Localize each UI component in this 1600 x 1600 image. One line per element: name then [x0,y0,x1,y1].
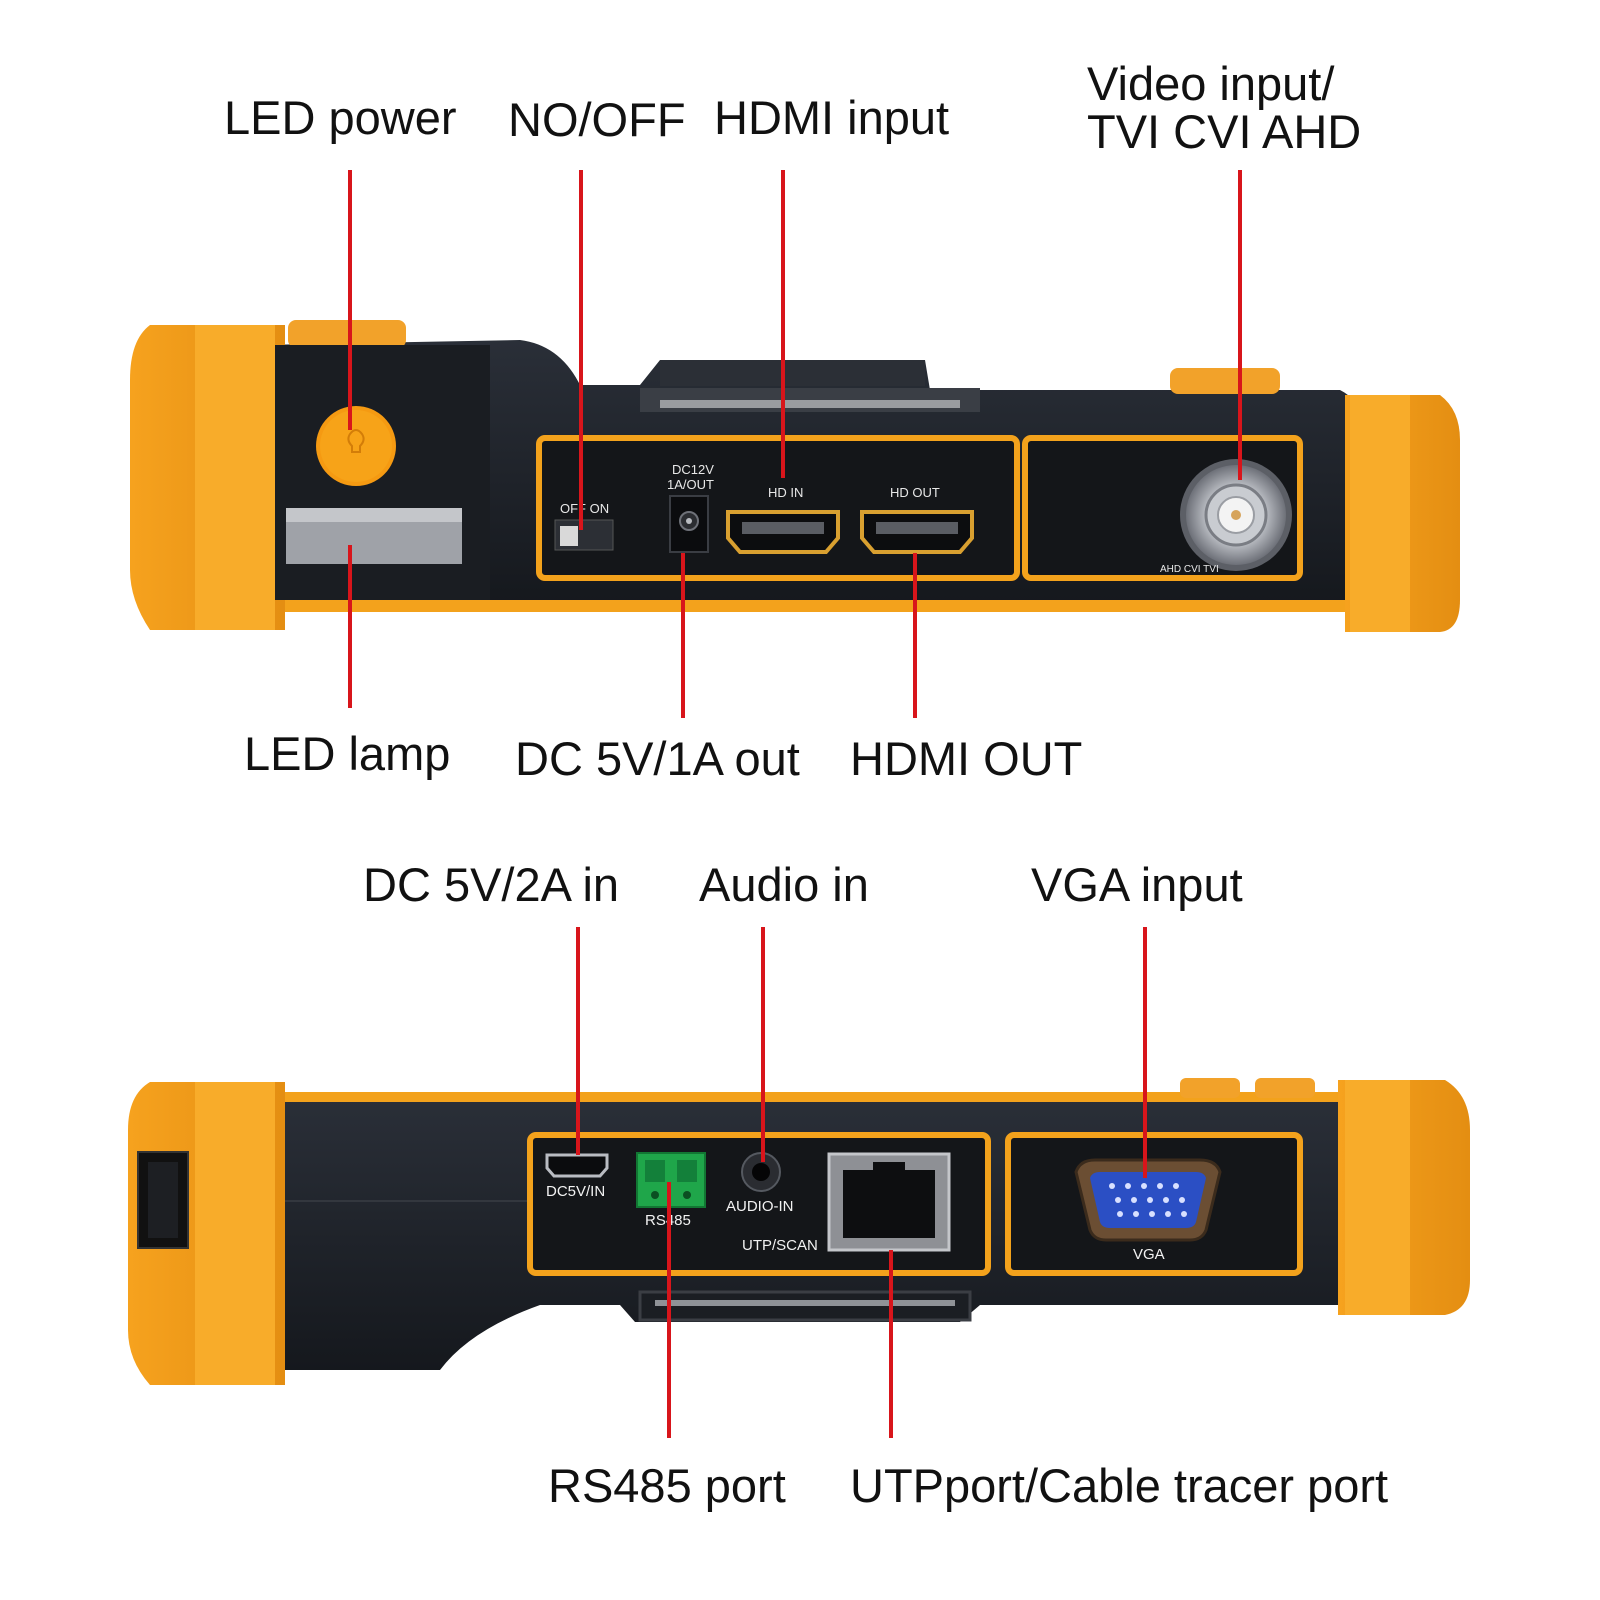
callout-utp: UTPport/Cable tracer port [850,1459,1388,1512]
callout-on-off: NO/OFF [508,93,686,146]
hdmi-port-icon[interactable] [726,510,840,554]
leader-lines-bottom [576,927,1147,1438]
callout-vga-input: VGA input [1031,858,1243,911]
callout-led-power: LED power [224,91,457,144]
audio-silk-label: AUDIO-IN [726,1198,794,1215]
callout-video-input-line2: TVI CVI AHD [1087,105,1361,158]
hd-out-silk-label: HD OUT [890,485,940,500]
dc-silk-label-1: DC12V [672,462,714,477]
power-switch-icon[interactable] [554,519,614,551]
terminal-block-icon[interactable] [636,1152,706,1208]
callout-audio-in: Audio in [699,858,869,911]
left-bumper-bottom [128,1082,285,1385]
switch-silk-label: OFF ON [560,501,609,516]
usb-port-icon[interactable] [137,1151,189,1249]
vga-silk-label: VGA [1133,1246,1165,1263]
dc-silk-label-2: 1A/OUT [667,477,714,492]
left-block-top [275,345,490,600]
right-bumper-top [1345,395,1460,632]
callout-rs485: RS485 port [548,1459,786,1512]
bnc-connector-icon[interactable] [1180,459,1292,571]
callout-hdmi-input: HDMI input [714,91,949,144]
port-panel-bottom: DC5V/IN RS485 AUDIO-IN UTP/SCAN [527,1132,1303,1276]
bnc-silk-label: AHD CVI TVI [1160,564,1219,575]
hdmi-port-icon[interactable] [860,510,974,554]
top-view: OFF ON DC12V 1A/OUT HD IN HD OUT [130,57,1460,785]
micro-usb-icon[interactable] [545,1153,609,1178]
callout-dc-out: DC 5V/1A out [515,732,800,785]
hd-in-silk-label: HD IN [768,485,803,500]
vga-port-icon[interactable] [1074,1158,1222,1242]
bottom-view: DC5V/IN RS485 AUDIO-IN UTP/SCAN [128,858,1470,1512]
callout-led-lamp: LED lamp [244,727,450,780]
rj45-port-icon[interactable] [827,1152,951,1252]
left-bumper-top [130,325,285,630]
utp-silk-label: UTP/SCAN [742,1237,818,1254]
leader-lines-top [348,170,1242,718]
callout-dc-in: DC 5V/2A in [363,858,619,911]
right-bumper-bottom [1338,1080,1470,1315]
callout-hdmi-out: HDMI OUT [850,732,1082,785]
dc-in-silk-label: DC5V/IN [546,1183,605,1200]
dc-jack-icon[interactable] [669,495,709,553]
port-panel-top: OFF ON DC12V 1A/OUT HD IN HD OUT [536,435,1303,581]
callout-video-input-line1: Video input/ [1087,57,1335,110]
